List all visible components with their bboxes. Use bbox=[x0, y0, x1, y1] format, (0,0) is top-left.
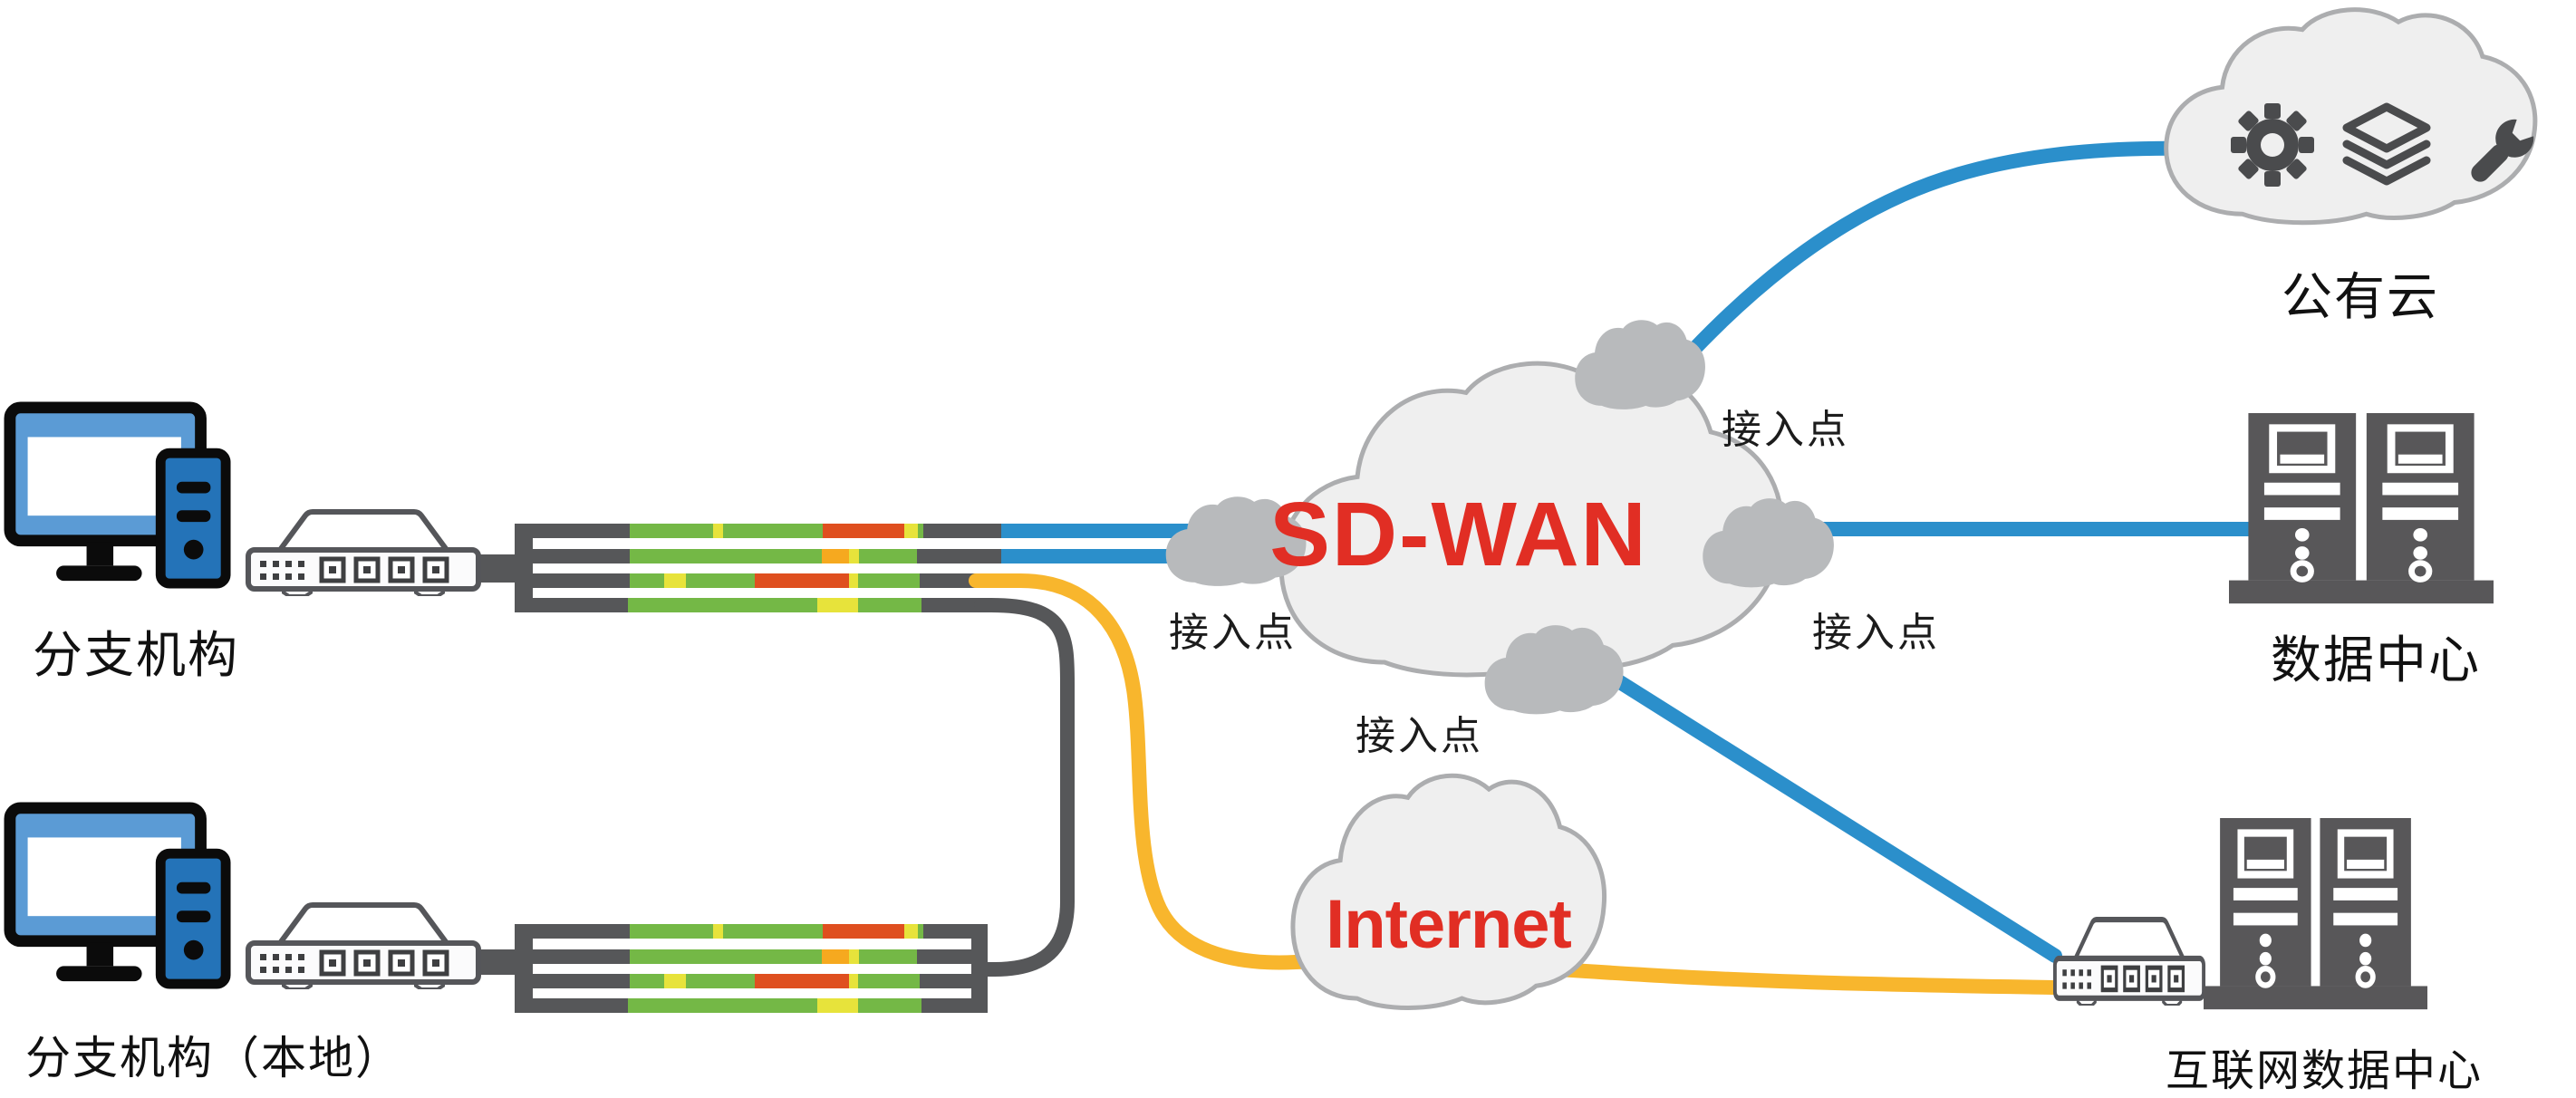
link-sdwan-to-idc-router bbox=[1606, 670, 2062, 963]
branch-office-local-label: 分支机构（本地） bbox=[25, 1033, 402, 1084]
link-internet-yellow bbox=[969, 573, 2062, 995]
access-point-top-cloud bbox=[1575, 320, 1705, 409]
upper-link-1 bbox=[533, 524, 1001, 538]
upper-bundle-bracket bbox=[515, 524, 533, 612]
branch-office-local-computer-icon bbox=[10, 808, 226, 984]
public-cloud-shape bbox=[2166, 10, 2535, 223]
gear-icon bbox=[2231, 103, 2314, 187]
sdwan-cloud-label: SD-WAN bbox=[1269, 483, 1648, 585]
access-point-left-label: 接入点 bbox=[1169, 611, 1297, 655]
public-cloud-label: 公有云 bbox=[2282, 268, 2439, 325]
link-sdwan-to-public-cloud bbox=[1674, 140, 2200, 370]
access-point-right-label: 接入点 bbox=[1812, 611, 1940, 655]
lower-bundle-bracket-right bbox=[971, 924, 988, 1013]
link-branch-to-branch-dark bbox=[974, 598, 1075, 977]
branch-office-computer-icon bbox=[10, 408, 226, 583]
lower-link-3 bbox=[533, 974, 971, 988]
internet-data-center-label: 互联网数据中心 bbox=[2166, 1047, 2484, 1095]
upper-bundle-connector-stub bbox=[477, 554, 515, 583]
connector-lines bbox=[969, 140, 2268, 995]
branch-office-label: 分支机构 bbox=[33, 627, 240, 683]
layers-icon bbox=[2342, 102, 2431, 186]
data-center-label: 数据中心 bbox=[2271, 631, 2481, 689]
upper-link-2-blue-segment bbox=[1001, 549, 1214, 563]
data-center-servers-icon bbox=[2229, 413, 2494, 603]
lower-link-2 bbox=[533, 949, 971, 964]
branch-office-router-icon bbox=[248, 512, 478, 596]
upper-link-4 bbox=[533, 598, 988, 612]
upper-link-2 bbox=[533, 549, 1001, 563]
internet-cloud-label: Internet bbox=[1326, 886, 1572, 963]
idc-servers-icon bbox=[2204, 818, 2427, 1009]
access-point-top-label: 接入点 bbox=[1722, 408, 1849, 452]
lower-link-4 bbox=[533, 998, 971, 1013]
branch-office-local-router-icon bbox=[248, 905, 478, 989]
lower-bundle-connector-stub bbox=[477, 949, 515, 975]
access-point-bottom-label: 接入点 bbox=[1356, 714, 1483, 758]
idc-router-icon bbox=[2055, 920, 2204, 1006]
lower-bundle-bracket-left bbox=[515, 924, 533, 1013]
lower-link-1 bbox=[533, 924, 971, 939]
upper-link-3 bbox=[533, 573, 976, 588]
upper-link-1-blue-segment bbox=[1001, 524, 1214, 538]
wrench-icon bbox=[2471, 119, 2534, 182]
